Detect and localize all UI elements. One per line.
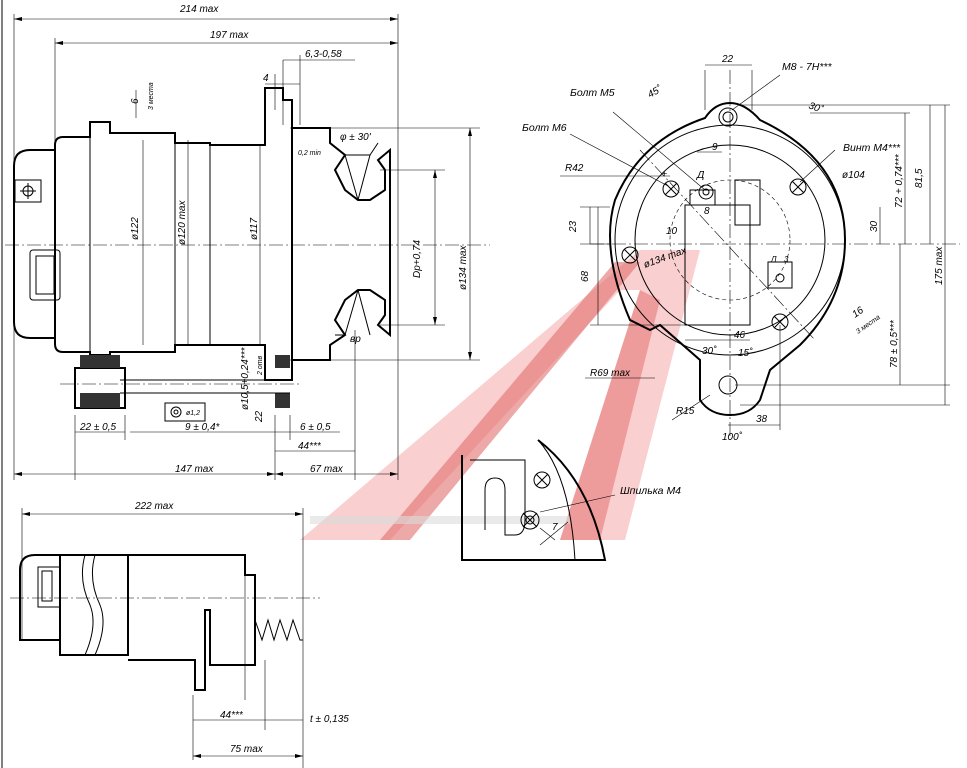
- fdim-r15: R15: [676, 406, 695, 417]
- label-shpilka-m4: Шпилька М4: [620, 485, 681, 497]
- fdim-30: 30˚: [807, 100, 825, 116]
- dim-2-otv: 2 отв: [257, 355, 264, 376]
- fdim-phi104: ø104: [842, 170, 865, 181]
- side-view: 214 max 197 max 6,3-0,58 4 6 3 места ø12…: [5, 4, 490, 480]
- dim-214: 214 max: [179, 4, 219, 15]
- dim-dp: Dp+0,74: [412, 239, 423, 278]
- fdim-10: 10: [666, 226, 678, 237]
- fdim-22: 22: [721, 54, 734, 65]
- dim-22-small: 22: [254, 410, 265, 423]
- dim-phi120: ø120 max: [177, 200, 188, 245]
- dim-phi122: ø122: [130, 217, 141, 240]
- dim-22-05: 22 ± 0,5: [79, 422, 117, 433]
- dim-phi10-5: ø10,5+0,24***: [240, 346, 251, 410]
- dim-9-04: 9 ± 0,4*: [185, 422, 221, 433]
- label-m8: М8 - 7Н***: [782, 61, 833, 73]
- label-l: Л: [770, 255, 777, 264]
- label-vint-m4: Винт М4***: [843, 142, 901, 154]
- bottom-view: 222 max 44*** t ± 0,135 75 max: [10, 501, 349, 768]
- vint-m4-icon: [789, 178, 807, 196]
- label-three: 3: [784, 255, 789, 264]
- fdim-30v: 30: [869, 220, 880, 232]
- dim-6-05: 6 ± 0,5: [300, 422, 331, 433]
- fdim-81-5: 81,5: [914, 168, 925, 188]
- fdim-72: 72 + 0,74***: [894, 153, 905, 208]
- fdim-9: 9: [712, 142, 718, 153]
- dim-phi1-2: ø1,2: [186, 410, 200, 417]
- dim-197: 197 max: [210, 30, 249, 41]
- label-plus: +: [661, 168, 667, 180]
- bdim-44: 44***: [220, 710, 244, 721]
- fdim-175: 175 max: [934, 246, 945, 285]
- bolt-m5-icon: [698, 184, 714, 200]
- fdim-46: 46: [734, 330, 746, 341]
- detail-dim-7: 7: [552, 522, 558, 533]
- dim-6: 6: [130, 98, 141, 104]
- fdim-16: 16: [850, 305, 866, 321]
- fdim-30b: 30˚: [702, 345, 717, 357]
- dim-3-mesta: 3 места: [148, 82, 155, 110]
- dim-4: 4: [263, 73, 269, 84]
- terminal-l-icon: [767, 261, 793, 289]
- fdim-r69: R69 max: [590, 368, 631, 379]
- bdim-75: 75 max: [230, 744, 264, 755]
- bottom-hole-icon: [718, 375, 738, 395]
- detail-stud-m4-icon: [520, 510, 540, 530]
- fdim-8: 8: [704, 206, 710, 217]
- dim-phi117: ø117: [249, 218, 260, 240]
- watermark-logo: [300, 250, 700, 540]
- label-bolt-m5: Болт М5: [570, 87, 615, 99]
- fdim-68: 68: [580, 270, 591, 282]
- label-bolt-m6: Болт М6: [522, 122, 567, 134]
- terminal-icon: [14, 179, 42, 203]
- fdim-78: 78 ± 0,5***: [889, 319, 900, 368]
- dim-0-2: 0,2 min: [298, 150, 321, 157]
- bolt-m6-icon: [662, 180, 680, 198]
- dim-67: 67 max: [310, 464, 344, 475]
- dim-147: 147 max: [175, 464, 214, 475]
- side-hole-icon: [621, 246, 639, 264]
- fdim-r42: R42: [565, 163, 584, 174]
- m8-hole-icon: [718, 107, 738, 127]
- label-d: Д: [696, 169, 705, 181]
- dim-phi30: φ ± 30': [340, 132, 372, 143]
- bdim-222: 222 max: [134, 501, 174, 512]
- fdim-23: 23: [568, 220, 579, 233]
- fdim-38: 38: [756, 414, 768, 425]
- dim-vp: вр: [350, 334, 361, 345]
- fdim-15: 15˚: [738, 347, 753, 359]
- front-view: Болт М5 Болт М6 Винт М4*** М8 - 7Н*** Д …: [522, 54, 960, 443]
- fdim-45: 45˚: [646, 83, 665, 101]
- fdim-100: 100˚: [722, 431, 743, 443]
- screw-icon: [170, 406, 182, 418]
- dim-44: 44***: [298, 441, 322, 452]
- bdim-t: t ± 0,135: [310, 714, 349, 725]
- dim-6-3: 6,3-0,58: [305, 49, 342, 60]
- detail-top-stud-icon: [533, 471, 551, 489]
- detail-view: Шпилька М4 7: [461, 439, 681, 561]
- dim-phi134: ø134 max: [458, 245, 469, 290]
